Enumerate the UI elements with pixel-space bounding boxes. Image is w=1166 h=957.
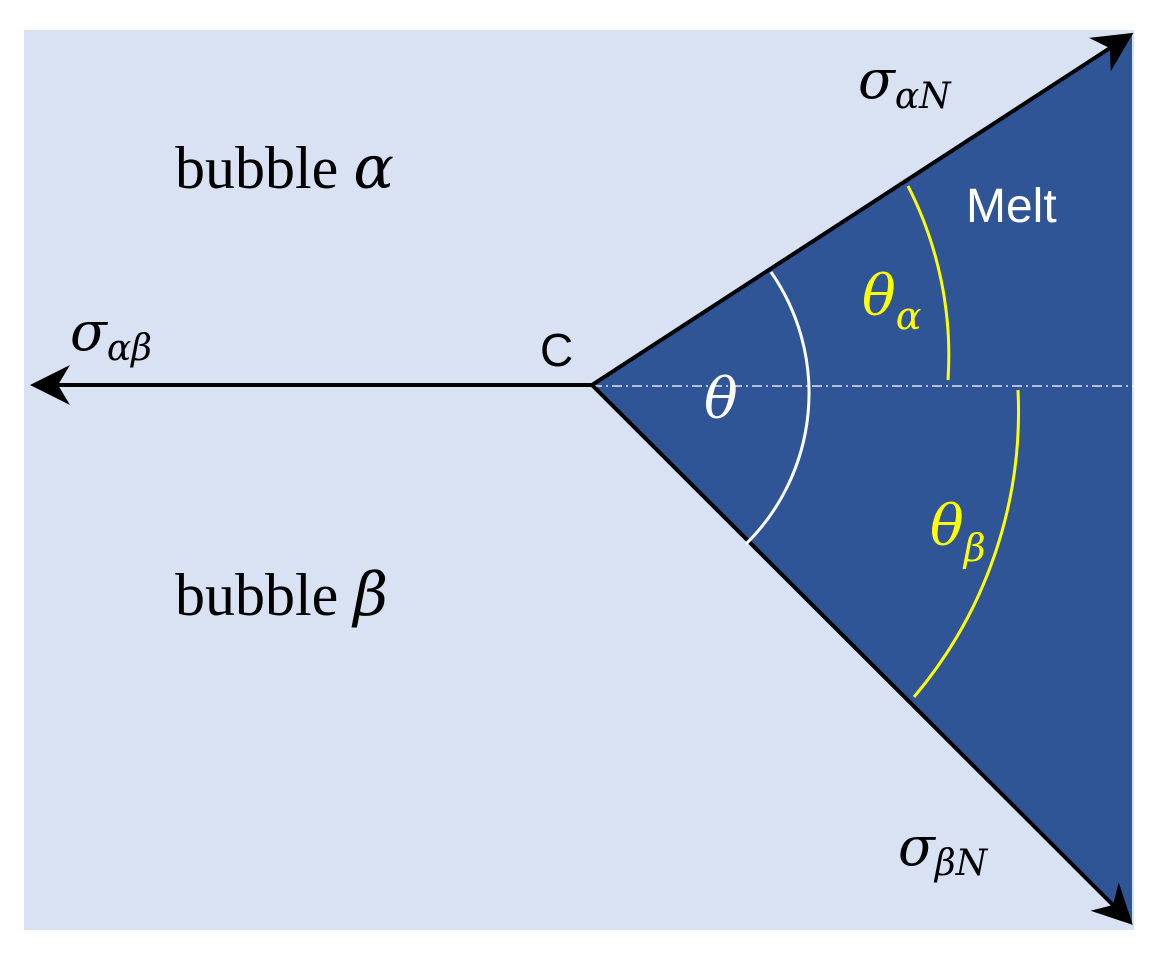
theta-alpha-base: θ	[862, 264, 896, 329]
sigma-aN-subscript: αN	[895, 76, 952, 117]
bubble-alpha-label: bubble α	[175, 133, 394, 203]
sigma-ab-label: σαβ	[70, 300, 152, 369]
theta-alpha-label: θα	[862, 264, 921, 338]
sigma-ab-base: σ	[70, 300, 109, 363]
sigma-bN-subscript: βN	[933, 843, 989, 884]
bubble-beta-word: bubble	[175, 562, 353, 628]
theta-beta-arc	[912, 389, 1021, 698]
bubble-beta-label: bubble β	[175, 560, 388, 630]
theta-label: θ	[704, 367, 738, 432]
sigma-aN-label: σαN	[858, 48, 952, 117]
theta-beta-subscript: β	[962, 526, 986, 570]
sigma-bN-label: σβN	[898, 815, 989, 884]
theta-alpha-arc	[906, 185, 951, 381]
bubble-alpha-symbol: α	[353, 133, 394, 203]
sigma-bN-base: σ	[898, 815, 937, 878]
sigma-ab-subscript: αβ	[107, 328, 152, 369]
theta-beta-base: θ	[930, 494, 964, 559]
sigma-bN-interface-line	[590, 383, 1133, 925]
junction-c-label: C	[540, 324, 573, 376]
theta-alpha-subscript: α	[896, 294, 922, 338]
sigma-aN-interface-line	[590, 32, 1134, 387]
melt-wedge	[592, 33, 1132, 925]
sigma-aN-base: σ	[858, 48, 897, 111]
theta-arc	[744, 271, 811, 546]
bubble-beta-symbol: β	[351, 560, 388, 630]
bubble-alpha-word: bubble	[175, 135, 353, 201]
melt-label: Melt	[966, 180, 1057, 233]
theta-beta-label: θβ	[930, 494, 986, 570]
